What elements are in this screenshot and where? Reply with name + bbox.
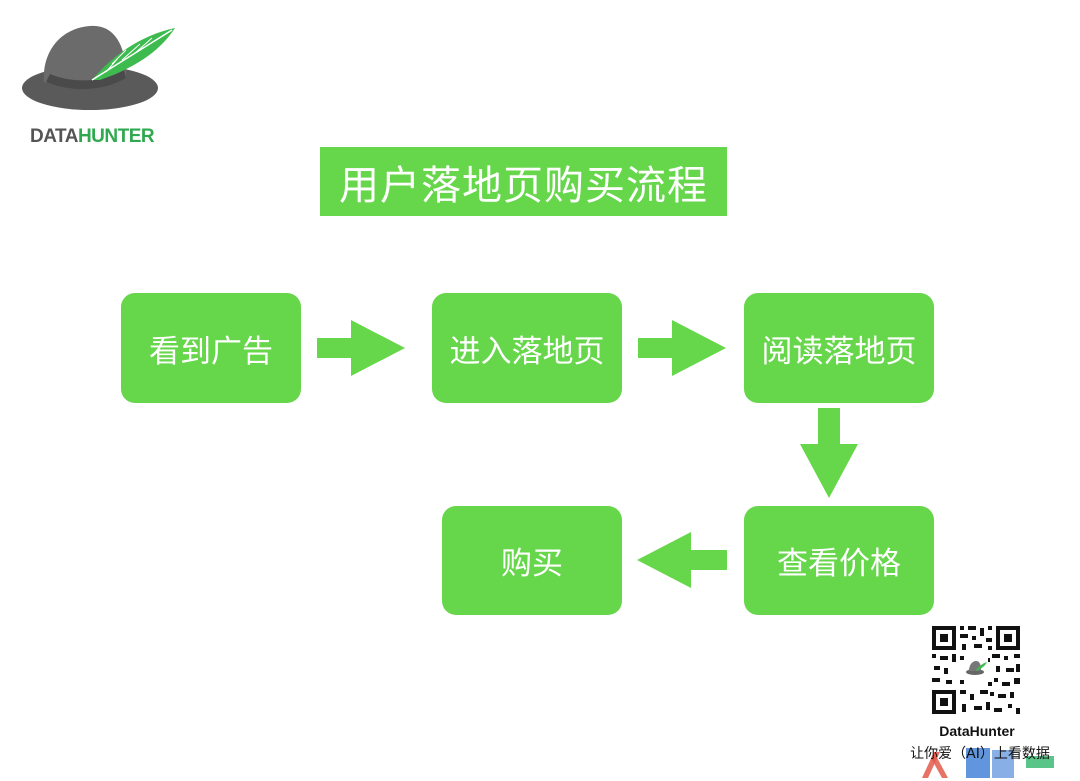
- arrow-right-icon: [638, 320, 726, 376]
- diagram-title-text: 用户落地页购买流程: [339, 162, 708, 209]
- arrow-left-icon: [637, 532, 727, 588]
- arrow-down-icon: [800, 408, 858, 498]
- arrow-right-icon: [317, 320, 405, 376]
- flow-node-purchase: 购买: [442, 506, 622, 615]
- diagram-title: 用户落地页购买流程: [320, 147, 727, 216]
- qr-code-icon: [930, 624, 1022, 716]
- qr-caption: DataHunter: [939, 723, 1015, 739]
- flow-node-check-price: 查看价格: [744, 506, 934, 615]
- feather-icon: [91, 28, 175, 81]
- flow-node-see-ad: 看到广告: [121, 293, 301, 403]
- datahunter-logo: [22, 20, 182, 150]
- flow-node-enter-landing-page: 进入落地页: [432, 293, 622, 403]
- hat-icon: [22, 25, 175, 110]
- qr-slogan: 让你爱（AI）上看数据: [910, 746, 1050, 762]
- qr-code: [930, 624, 1022, 716]
- logo-wordmark: DATAHUNTER: [30, 126, 155, 147]
- watermark-icon: [922, 748, 1054, 778]
- flow-node-read-landing-page: 阅读落地页: [744, 293, 934, 403]
